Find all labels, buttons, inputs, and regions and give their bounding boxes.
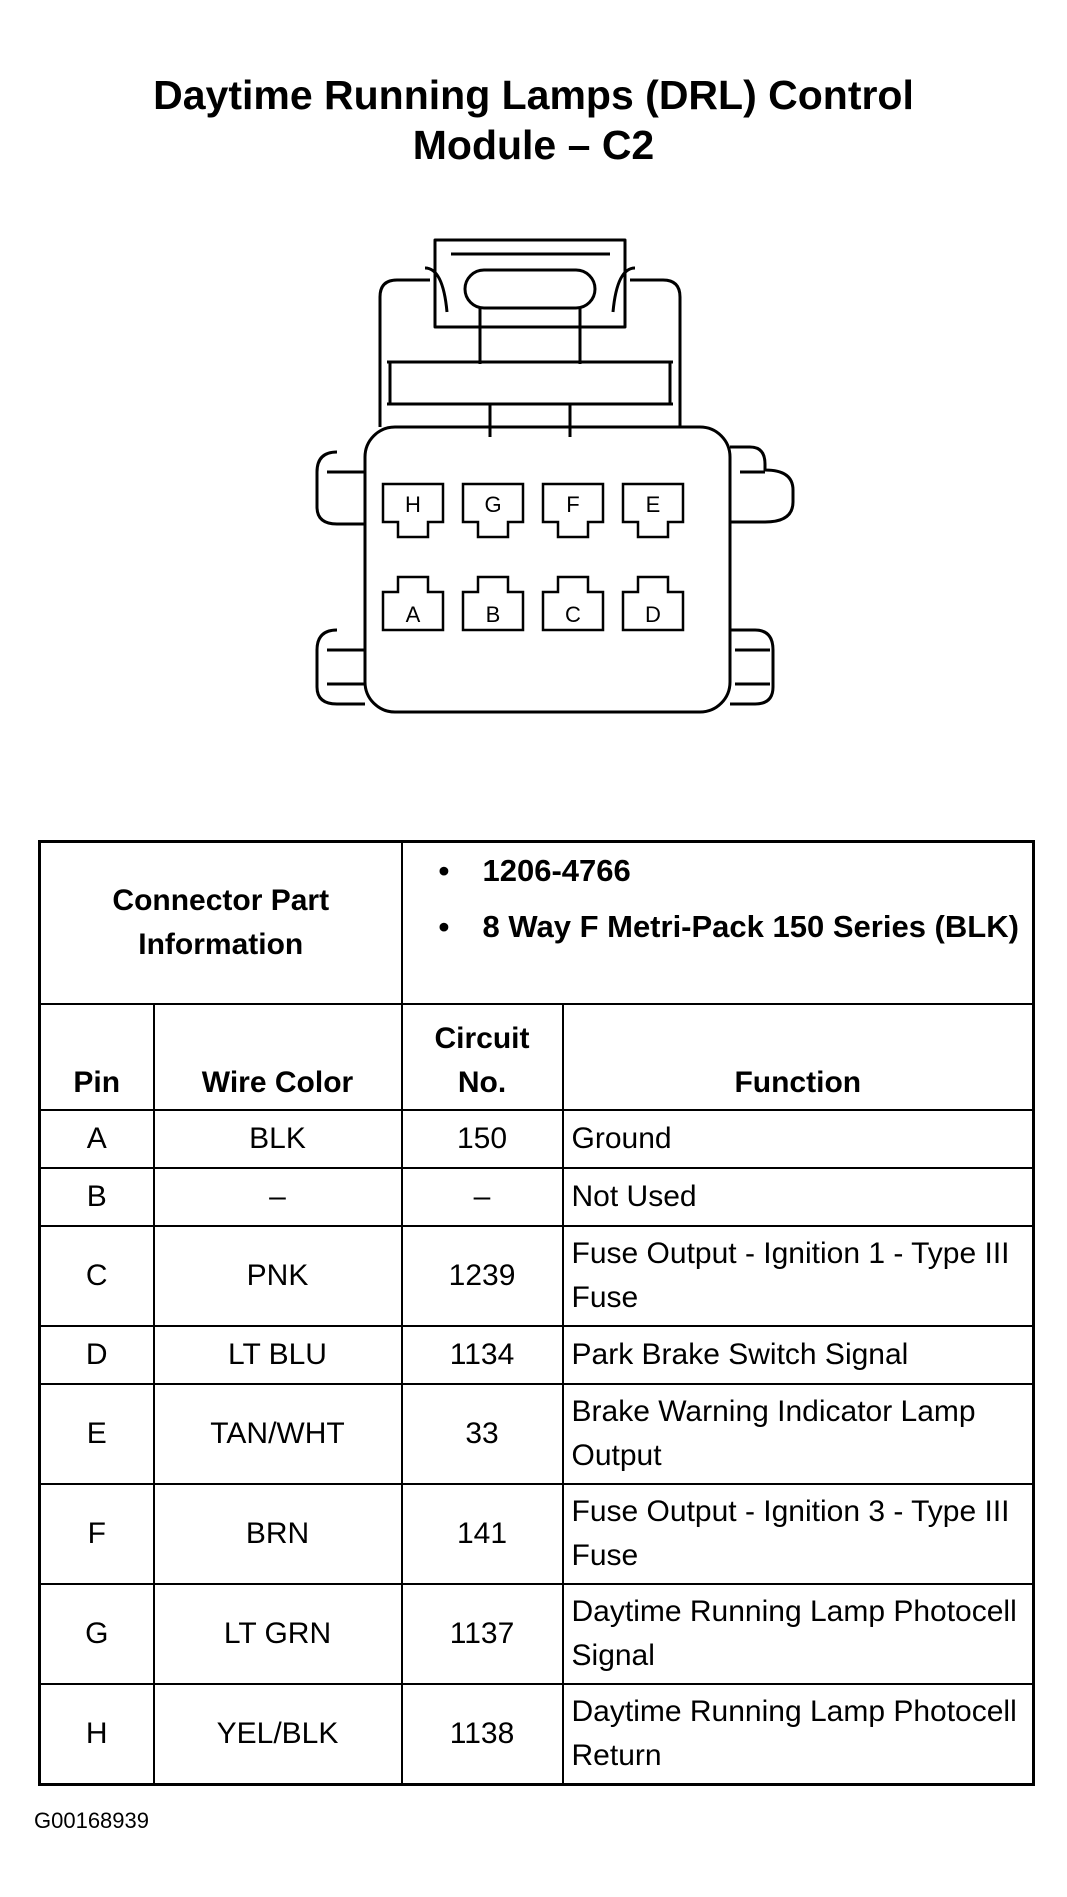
table-row: C PNK 1239 Fuse Output - Ignition 1 - Ty…: [38, 1225, 1035, 1327]
header-pin: Pin: [38, 1003, 155, 1111]
pin-cell: E: [38, 1383, 155, 1485]
table-row: A BLK 150 Ground: [38, 1109, 1035, 1169]
wire-color-cell: TAN/WHT: [152, 1383, 403, 1485]
wire-color-cell: LT GRN: [152, 1583, 403, 1685]
cavity-label: C: [565, 602, 581, 627]
circuit-cell: 1138: [400, 1683, 564, 1785]
function-cell: Fuse Output - Ignition 1 - Type III Fuse: [561, 1225, 1035, 1327]
table-row: H YEL/BLK 1138 Daytime Running Lamp Phot…: [38, 1683, 1035, 1785]
wire-color-cell: LT BLU: [152, 1325, 403, 1385]
header-circuit-line2: No.: [457, 1066, 507, 1099]
function-cell: Daytime Running Lamp Photocell Return: [561, 1683, 1035, 1785]
part-number: 1206-4766: [439, 849, 1033, 893]
function-cell: Park Brake Switch Signal: [561, 1325, 1035, 1385]
page-title: Daytime Running Lamps (DRL) Control Modu…: [0, 70, 1067, 170]
table-row: B – – Not Used: [38, 1167, 1035, 1227]
circuit-cell: 33: [400, 1383, 564, 1485]
circuit-cell: 1137: [400, 1583, 564, 1685]
title-line-1: Daytime Running Lamps (DRL) Control: [153, 72, 914, 118]
table-row: F BRN 141 Fuse Output - Ignition 3 - Typ…: [38, 1483, 1035, 1585]
part-info-list: 1206-4766 8 Way F Metri-Pack 150 Series …: [400, 840, 1035, 1005]
part-info-row: Connector Part Information 1206-4766 8 W…: [38, 840, 1035, 1005]
pin-cell: D: [38, 1325, 155, 1385]
table-row: G LT GRN 1137 Daytime Running Lamp Photo…: [38, 1583, 1035, 1685]
cavity-label: A: [406, 602, 421, 627]
header-circuit-line1: Circuit: [434, 1022, 530, 1055]
cavity-label: G: [484, 492, 501, 517]
cavity-label: H: [405, 492, 421, 517]
part-info-label: Connector Part Information: [38, 840, 403, 1005]
wire-color-cell: BRN: [152, 1483, 403, 1585]
pinout-table: Connector Part Information 1206-4766 8 W…: [38, 840, 1036, 1786]
header-wire-color: Wire Color: [152, 1003, 403, 1111]
circuit-cell: 1134: [400, 1325, 564, 1385]
wire-color-cell: –: [152, 1167, 403, 1227]
function-cell: Fuse Output - Ignition 3 - Type III Fuse: [561, 1483, 1035, 1585]
connector-type: 8 Way F Metri-Pack 150 Series (BLK): [439, 905, 1033, 949]
function-cell: Daytime Running Lamp Photocell Signal: [561, 1583, 1035, 1685]
function-cell: Ground: [561, 1109, 1035, 1169]
pin-cell: F: [38, 1483, 155, 1585]
header-function: Function: [561, 1003, 1035, 1111]
header-circuit: Circuit No.: [400, 1003, 564, 1111]
cavity-label: D: [645, 602, 661, 627]
cavity-label: F: [566, 492, 579, 517]
table-row: D LT BLU 1134 Park Brake Switch Signal: [38, 1325, 1035, 1385]
wire-color-cell: YEL/BLK: [152, 1683, 403, 1785]
wire-color-cell: BLK: [152, 1109, 403, 1169]
table-row: E TAN/WHT 33 Brake Warning Indicator Lam…: [38, 1383, 1035, 1485]
function-cell: Not Used: [561, 1167, 1035, 1227]
circuit-cell: 1239: [400, 1225, 564, 1327]
pin-cell: A: [38, 1109, 155, 1169]
pin-cell: B: [38, 1167, 155, 1227]
wire-color-cell: PNK: [152, 1225, 403, 1327]
title-line-2: Module – C2: [412, 122, 655, 168]
pin-cell: G: [38, 1583, 155, 1685]
pin-cell: H: [38, 1683, 155, 1785]
pin-cell: C: [38, 1225, 155, 1327]
cavity-label: E: [646, 492, 661, 517]
circuit-cell: 141: [400, 1483, 564, 1585]
function-cell: Brake Warning Indicator Lamp Output: [561, 1383, 1035, 1485]
circuit-cell: 150: [400, 1109, 564, 1169]
circuit-cell: –: [400, 1167, 564, 1227]
connector-diagram: H G F E A B C D: [315, 238, 795, 714]
cavity-label: B: [486, 602, 501, 627]
header-row: Pin Wire Color Circuit No. Function: [38, 1003, 1035, 1111]
figure-code: G00168939: [34, 1808, 149, 1833]
